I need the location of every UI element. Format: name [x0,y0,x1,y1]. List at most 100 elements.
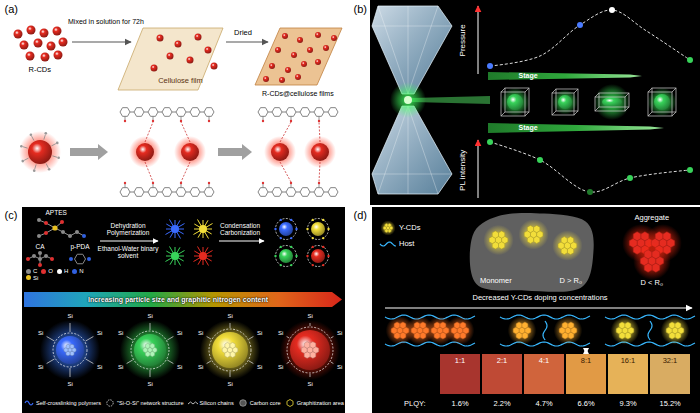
glycosidic-bond [310,112,314,113]
atom-label: Si [308,313,313,320]
glycosidic-bond [324,112,328,113]
polymer-chain [205,232,209,239]
axis-label: Pressure [459,24,468,56]
hydroxyl-bond [291,116,292,120]
carbon-dot-hexagon [663,232,671,241]
carbon-dot-hexagon [70,344,74,349]
host-matrix [500,342,590,346]
silicon-chain [150,323,151,330]
diamond-facet [408,106,438,194]
legend-text: O [48,268,53,275]
carbon-dot-hexagon [420,332,426,339]
cellulose-ring [328,108,338,117]
band-arrow [24,292,342,307]
red-carbon-dot [14,30,23,39]
red-carbon-dot [26,52,35,61]
carbon-dot-hexagon [561,237,567,244]
glycosidic-bond [200,192,204,193]
legend-swatch [24,399,34,407]
emission-glow [501,88,530,117]
glycosidic-bond [268,192,272,193]
green-carbon-dot [654,94,670,110]
step-label: Mixed in solution for 72h [68,18,144,26]
legend-entry: Si [26,275,38,282]
surface-group [24,158,28,160]
cd-glow [40,320,100,380]
surface-group [306,228,308,230]
cell-cube [595,97,625,111]
carbon-dot-hexagon [150,343,155,348]
hydroxyl-oxygen [152,120,154,122]
atom [44,221,48,225]
data-point [627,175,633,181]
cell-cube [501,112,505,116]
step-label: Dried [234,29,252,37]
glycosidic-bond [186,192,190,193]
atom-label: Si [97,364,102,371]
hydrogen-bond [181,162,190,182]
silicon-chain [249,361,253,364]
red-carbon-dot [59,38,68,47]
panel-background [370,0,700,205]
polymer-chain [178,224,185,228]
cell-cube [625,93,629,97]
hydrogen-bond [319,162,320,182]
atom [37,234,41,238]
ratio-square-fill [440,354,480,394]
glycosidic-bond [130,192,134,193]
cellulose-ring [258,108,268,117]
cellulose-ring [328,188,338,197]
glow [518,219,548,249]
atom [44,254,48,258]
carbon-dot-hexagon [675,332,681,339]
red-carbon-dot [211,63,218,70]
hydroxyl-oxygen [180,182,182,184]
legend-text: H [64,268,68,275]
value-label: 6.6% [578,400,595,408]
polymer-chain [198,232,202,238]
red-carbon-dot [40,29,49,38]
surface-group [280,246,282,248]
cellulose-ring [148,188,158,197]
silicon-chain [310,323,311,326]
legend-text: Y-CDs [399,224,420,232]
red-carbon-dot [279,77,285,83]
legend-swatch [380,238,397,250]
glycosidic-bond [172,112,176,113]
carbon-dot-hexagon [388,229,391,233]
monomer-region: MonomerD > R₀ [466,212,596,292]
hydrogen-bond [181,122,190,142]
atom-label: Si [278,364,283,371]
data-point [537,157,543,163]
diamond-facet [408,6,409,94]
cellulose-ring [120,188,130,197]
polymer-chain [170,219,174,226]
glow [446,316,475,345]
legend-swatch [26,275,31,280]
step-label: Condensation Carbonization [215,222,265,236]
carbon-dot-hexagon [145,343,150,348]
si-o-si-network [276,246,297,267]
hydroxyl-bond [291,184,292,188]
polymer-chain [166,224,172,228]
atom [50,257,54,261]
cell-cube [599,93,629,107]
red-carbon-dot [187,57,194,64]
glycosidic-bond [282,112,286,113]
hydroxyl-oxygen [180,120,182,122]
red-carbon-dot [301,61,307,67]
red-carbon-dot [47,42,56,51]
surface-group [312,237,314,239]
polymer-chain [198,246,202,253]
diamond-anvil [372,106,452,194]
red-carbon-dot [271,143,289,161]
glycosidic-bond [268,112,272,113]
legend-text: Si [33,275,38,282]
host-matrix [500,315,590,319]
cellulose-ring [162,108,172,117]
carbon-dot-hexagon [230,352,235,358]
cd-glow [19,131,61,173]
molecule-label: CA [36,243,45,250]
